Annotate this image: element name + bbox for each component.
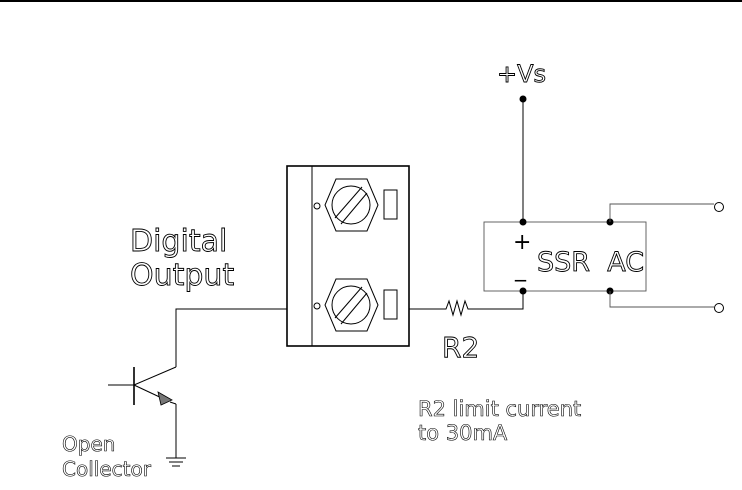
open-collector-transistor bbox=[108, 366, 177, 458]
ssr-plus-label: + bbox=[513, 230, 531, 255]
ssr-minus-label: _ bbox=[514, 257, 527, 282]
open-collector-label-line1: Open bbox=[62, 432, 115, 456]
terminal-screw-bottom bbox=[313, 278, 398, 332]
ground-symbol bbox=[166, 457, 186, 467]
supply-label: +Vs bbox=[497, 60, 546, 88]
digital-output-label-line2: Output bbox=[130, 258, 234, 293]
ssr-minus-terminal bbox=[519, 287, 527, 295]
ac-terminal-top bbox=[714, 202, 724, 212]
note-line2: to 30mA bbox=[418, 421, 508, 445]
terminal-screw-top bbox=[313, 178, 398, 232]
ac-wire-top bbox=[609, 203, 714, 222]
terminal-block bbox=[286, 165, 410, 347]
ssr-name-label: SSR AC bbox=[537, 247, 644, 278]
ac-terminal-bottom bbox=[714, 303, 724, 313]
resistor-to-ssr-wire bbox=[473, 291, 524, 310]
resistor-label: R2 bbox=[442, 331, 479, 364]
digital-output-label-line1: Digital bbox=[130, 224, 227, 259]
collector-wire bbox=[175, 308, 287, 367]
ssr-relay: + _ SSR AC bbox=[483, 218, 647, 295]
resistor-r2 bbox=[442, 299, 473, 317]
open-collector-label-line2: Collector bbox=[62, 457, 152, 481]
ac-wire-bottom bbox=[609, 291, 714, 308]
note-line1: R2 limit current bbox=[418, 397, 581, 421]
ssr-plus-terminal bbox=[519, 218, 527, 226]
